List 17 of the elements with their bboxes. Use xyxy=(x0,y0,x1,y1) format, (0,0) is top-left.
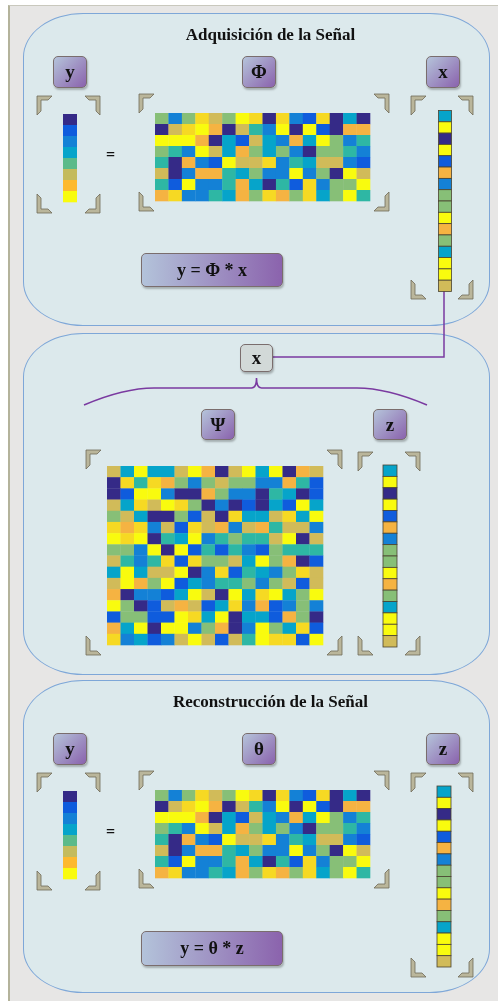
symbol-label: Ψ xyxy=(201,409,235,440)
symbol-label: y xyxy=(53,56,87,88)
vector-drawing xyxy=(438,110,452,292)
panel-title: Adquisición de la Señal xyxy=(184,25,357,45)
symbol-label: x xyxy=(240,344,273,372)
symbol-label: y xyxy=(53,733,87,765)
equals-sign: = xyxy=(106,146,116,164)
equation-label: y = θ * z xyxy=(141,931,283,966)
connector-line xyxy=(271,290,445,358)
equals-sign: = xyxy=(106,823,116,841)
symbol-label: x xyxy=(426,56,460,88)
symbol-label: θ xyxy=(242,733,276,765)
symbol-label: z xyxy=(426,733,460,765)
symbol-label: Φ xyxy=(242,56,276,88)
symbol-label: z xyxy=(373,409,407,440)
equation-label: y = Φ * x xyxy=(141,253,283,287)
panel-title: Reconstrucción de la Señal xyxy=(172,692,369,712)
